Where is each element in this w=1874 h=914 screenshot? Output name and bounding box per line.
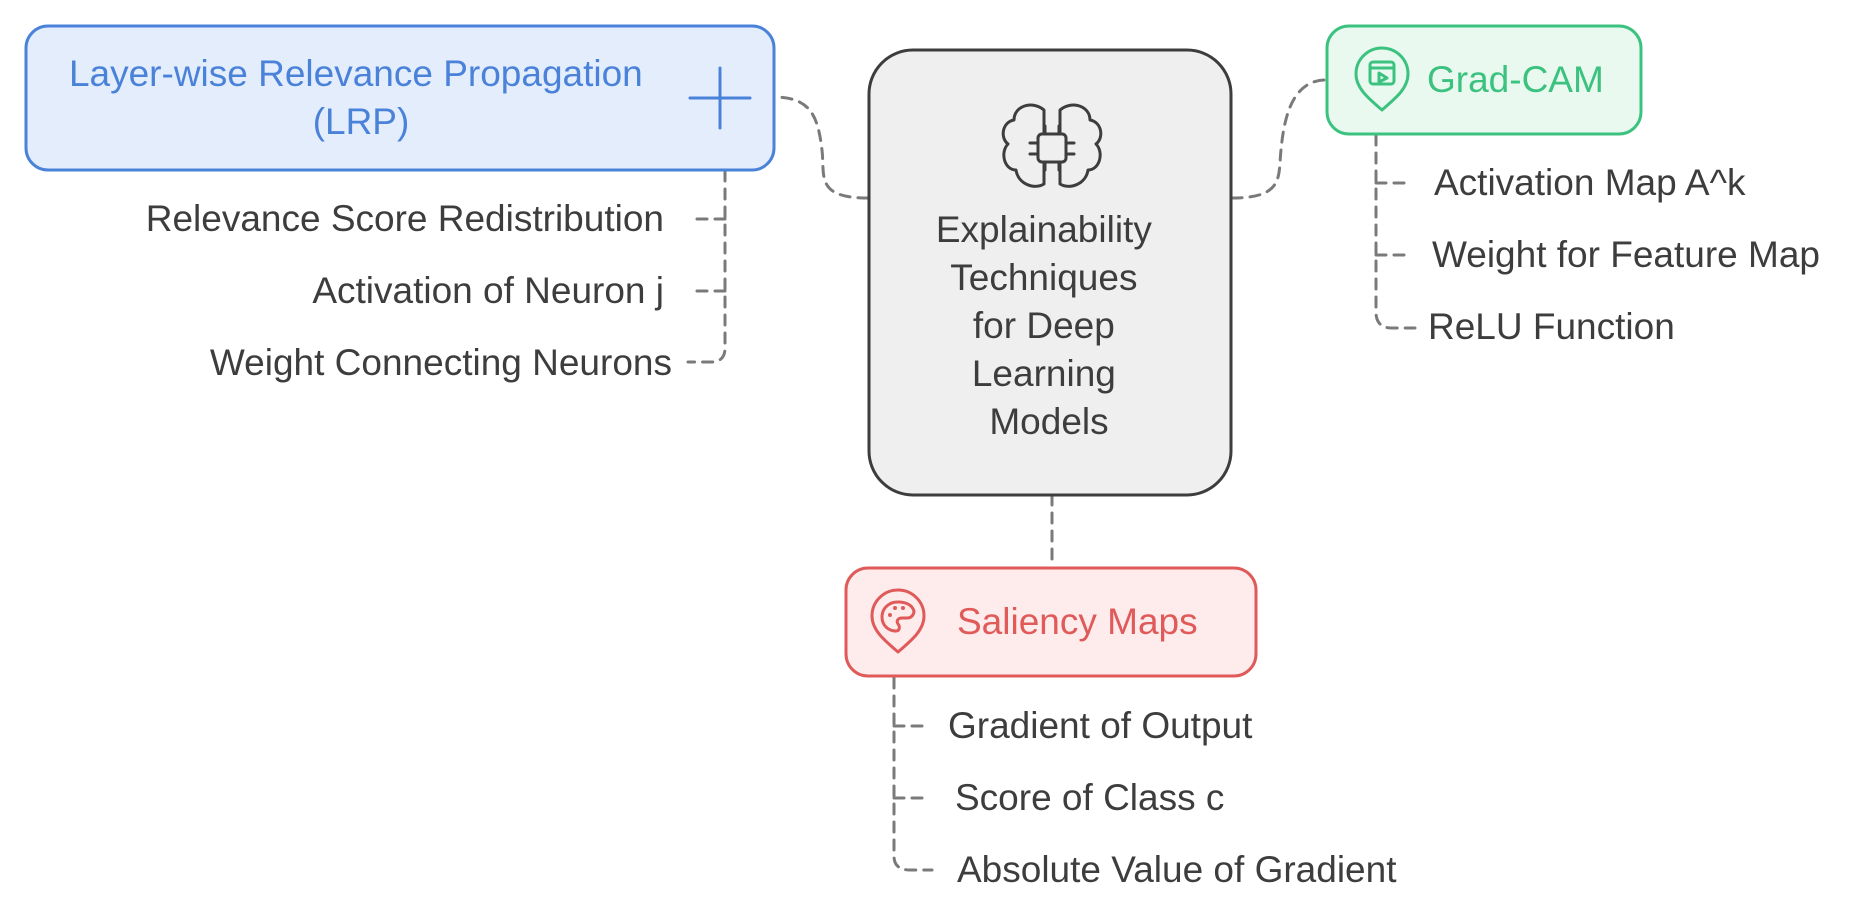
gradcam-title: Grad-CAM bbox=[1427, 59, 1604, 100]
lrp-title: Layer-wise Relevance Propagation (LRP) bbox=[69, 53, 653, 142]
saliency-items: Gradient of Output Score of Class c Abso… bbox=[948, 705, 1397, 890]
gradcam-items: Activation Map A^k Weight for Feature Ma… bbox=[1428, 162, 1820, 347]
connector-center-lrp bbox=[774, 95, 870, 200]
pin-palette-icon bbox=[870, 588, 926, 654]
center-label-line-5: Models bbox=[989, 401, 1108, 442]
center-label-line-3: for Deep bbox=[973, 305, 1115, 346]
lrp-item-weight-connecting: Weight Connecting Neurons bbox=[210, 342, 672, 383]
pin-film-icon bbox=[1354, 46, 1410, 112]
center-node-box bbox=[867, 48, 1233, 497]
lrp-node[interactable]: Layer-wise Relevance Propagation (LRP) bbox=[24, 24, 776, 172]
lrp-item-relevance-score: Relevance Score Redistribution bbox=[146, 198, 664, 239]
gradcam-item-relu: ReLU Function bbox=[1428, 306, 1675, 347]
plus-icon bbox=[688, 66, 752, 130]
connectors bbox=[686, 78, 1417, 872]
lrp-title-line-2: (LRP) bbox=[313, 101, 410, 142]
lrp-node-box bbox=[24, 24, 776, 172]
center-label-line-2: Techniques bbox=[950, 257, 1137, 298]
connector-center-gradcam bbox=[1230, 78, 1328, 200]
connector-gradcam-spine bbox=[1374, 133, 1417, 330]
saliency-node-box bbox=[844, 566, 1258, 678]
lrp-title-line-1: Layer-wise Relevance Propagation bbox=[69, 53, 643, 94]
saliency-title: Saliency Maps bbox=[957, 601, 1198, 642]
gradcam-item-activation-map: Activation Map A^k bbox=[1434, 162, 1746, 203]
center-node[interactable]: Explainability Techniques for Deep Learn… bbox=[867, 48, 1233, 497]
connector-saliency-spine bbox=[892, 676, 934, 872]
saliency-item-score-class: Score of Class c bbox=[955, 777, 1224, 818]
connector-lrp-spine bbox=[686, 169, 727, 364]
center-label-line-1: Explainability bbox=[936, 209, 1152, 250]
gradcam-node[interactable]: Grad-CAM bbox=[1325, 24, 1643, 136]
center-label-line-4: Learning bbox=[972, 353, 1116, 394]
gradcam-node-box bbox=[1325, 24, 1643, 136]
lrp-items: Relevance Score Redistribution Activatio… bbox=[146, 198, 672, 383]
gradcam-item-weight-feature-map: Weight for Feature Map bbox=[1432, 234, 1820, 275]
center-label: Explainability Techniques for Deep Learn… bbox=[936, 209, 1162, 442]
saliency-item-absolute-gradient: Absolute Value of Gradient bbox=[957, 849, 1397, 890]
lrp-item-activation-neuron: Activation of Neuron j bbox=[312, 270, 664, 311]
saliency-item-gradient-output: Gradient of Output bbox=[948, 705, 1253, 746]
brain-chip-icon bbox=[1001, 103, 1103, 188]
saliency-node[interactable]: Saliency Maps bbox=[844, 566, 1258, 678]
